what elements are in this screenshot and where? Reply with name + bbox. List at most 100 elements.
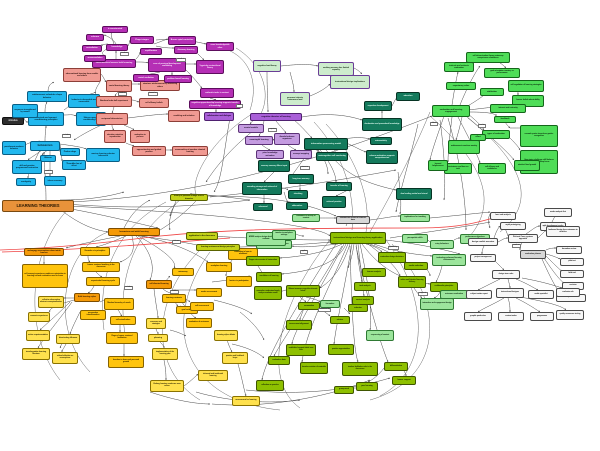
concept-node[interactable]: workplace learning [206,262,232,272]
concept-node[interactable]: iterative revision of materials [300,362,328,374]
concept-node[interactable]: Bloom taxonomy cognitive domain levels [286,285,320,297]
concept-node[interactable]: media specialist [528,290,554,299]
concept-node[interactable]: evaluator role [556,288,580,297]
concept-node[interactable]: autonomy [172,268,194,276]
concept-node[interactable]: motivation to perform [130,130,150,143]
concept-node[interactable]: perspective transformation [80,310,106,320]
concept-node[interactable]: self efficacy beliefs [139,98,169,108]
concept-node[interactable]: project management [470,254,496,262]
concept-node[interactable]: attribution [480,88,504,96]
concept-node[interactable]: instructional design and learning theory… [330,232,386,244]
concept-node[interactable]: Watson [40,155,56,162]
concept-node[interactable]: front end analysis [490,212,516,220]
concept-node[interactable]: reciprocal determinism [96,113,128,125]
concept-node[interactable]: Bandura bobo doll experiment [96,96,132,107]
concept-node[interactable]: curriculum design decisions [378,252,406,263]
concept-node[interactable]: andragogy assumptions about adult learne… [24,248,64,256]
concept-node[interactable]: Pavlov dogs [60,148,80,156]
concept-node[interactable]: concrete experience [28,312,50,322]
concept-node[interactable]: instructional design implications [330,75,370,89]
concept-node[interactable]: effort [470,134,486,141]
concept-node[interactable]: disorienting dilemma [56,334,80,344]
concept-node[interactable]: programmer [530,312,554,321]
concept-node[interactable]: reflective observation abstract conceptu… [38,296,64,308]
concept-node[interactable]: Vygotsky sociocultural theory [196,60,224,74]
concept-node[interactable]: vicarious reinforcement by observing oth… [140,80,180,91]
concept-node[interactable]: learner analysis [362,268,386,277]
concept-node[interactable]: transformative learning Mezirow [22,348,50,360]
concept-node[interactable]: declarative and procedural knowledge [362,118,402,131]
concept-node[interactable]: Kolb learning styles [74,293,100,302]
concept-node[interactable]: scaffolded support faded over time [286,344,316,356]
concept-node[interactable]: knowledge [106,44,128,51]
concept-node[interactable]: concept mapping [290,150,312,159]
concept-node[interactable]: Maslow hierarchy of needs [104,298,134,310]
concept-node[interactable]: reinforcement schedules shape behavior [27,91,67,102]
concept-node[interactable]: rehearsal [253,203,273,211]
concept-node[interactable]: working memory has limited capacity [318,62,354,76]
concept-node[interactable]: retrieval practice [322,196,346,208]
concept-node[interactable]: expectancy value [446,82,476,90]
concept-node[interactable]: meaningful learning [245,136,273,145]
concept-node[interactable]: prior knowledge activation [256,150,284,159]
concept-node[interactable]: pilot test [560,258,584,266]
concept-node[interactable]: automaticity [370,137,392,145]
concept-node[interactable]: mastery learning criterion referenced [86,148,120,162]
concept-node[interactable]: technology enhanced learning environment… [432,254,466,266]
concept-node[interactable]: self efficacy and confidence [478,163,506,174]
concept-node[interactable]: implications for teaching [400,214,430,222]
concept-node[interactable]: self concept experience readiness orient… [22,264,68,288]
concept-node[interactable]: persistence and time on task [444,163,472,174]
concept-node[interactable]: Ausubel advance organizers [274,133,300,145]
concept-node[interactable]: LEARNING THEORIES [2,200,74,212]
concept-node[interactable]: backward design from outcomes to activit… [546,226,580,237]
concept-node[interactable]: intrinsic and extrinsic motivation [444,62,474,72]
concept-node[interactable]: accommodation [84,55,106,62]
concept-node[interactable]: teacher facilitation role in the classro… [342,362,378,376]
concept-node[interactable]: goal orientation mastery vs performance [484,68,520,78]
concept-node[interactable]: cognitive apprenticeship learning suppor… [189,100,241,109]
concept-node[interactable]: Piaget stages [130,36,154,44]
concept-node[interactable]: practice and feedback loops [222,352,248,364]
concept-node[interactable]: self regulation of learning strategies [508,80,544,92]
concept-node[interactable]: peer learning [356,382,378,391]
concept-node[interactable]: formative [320,300,340,308]
concept-node[interactable]: rapid prototyping [500,222,526,230]
concept-node[interactable]: assimilation [82,45,102,52]
concept-node[interactable]: formative review [556,246,582,254]
concept-node[interactable]: mindset fixed growth [514,160,540,171]
concept-node[interactable]: content writer [498,312,524,321]
concept-node[interactable]: task analysis [354,282,376,291]
concept-node[interactable]: context analysis [352,296,374,305]
concept-node[interactable]: needs assessment [196,288,222,297]
concept-node[interactable]: practice opportunities [328,344,354,355]
concept-node[interactable]: cognitive theories of learning [250,113,302,121]
concept-node[interactable]: barriers to participation [226,276,252,287]
concept-node[interactable]: schema activation supports comprehension [366,150,398,164]
concept-node[interactable]: learner centered teaching in the classro… [82,262,120,272]
concept-node[interactable]: elaboration [286,202,308,210]
concept-node[interactable]: constructivism learners build meaning [92,59,136,68]
concept-node[interactable]: drill and practice programmed instructio… [12,160,42,174]
concept-node[interactable]: field trial [560,270,584,278]
concept-node[interactable]: response strengthened by reward [12,104,38,118]
concept-node[interactable]: sequencing of content [366,330,394,341]
concept-node[interactable]: Thorndike law of effect [62,160,86,170]
concept-node[interactable]: punishment weakens behavior [2,141,26,155]
concept-node[interactable]: collaboration and dialogue [204,112,234,121]
concept-node[interactable]: mental models [238,124,264,133]
concept-node[interactable]: interaction and engagement design [420,298,454,310]
concept-node[interactable]: remember understand apply analyze evalua… [254,286,282,300]
concept-node[interactable]: resources and strategies [146,318,166,329]
concept-node[interactable]: media selection [404,262,428,270]
concept-node[interactable]: transfer to workplace settings [272,230,296,240]
concept-node[interactable]: learned helplessness [428,160,448,171]
concept-node[interactable]: self assessment [190,302,214,311]
concept-node[interactable]: needs analysis first [544,208,572,217]
concept-node[interactable]: conditions of learning [256,272,282,282]
concept-node[interactable]: assessment for learning [232,396,260,406]
concept-node[interactable]: subject matter expert [466,290,492,299]
concept-node[interactable]: self determination theory autonomy compe… [466,52,510,63]
concept-node[interactable]: quality assurance testing [556,310,584,320]
concept-node[interactable]: evaluation data [268,356,290,365]
